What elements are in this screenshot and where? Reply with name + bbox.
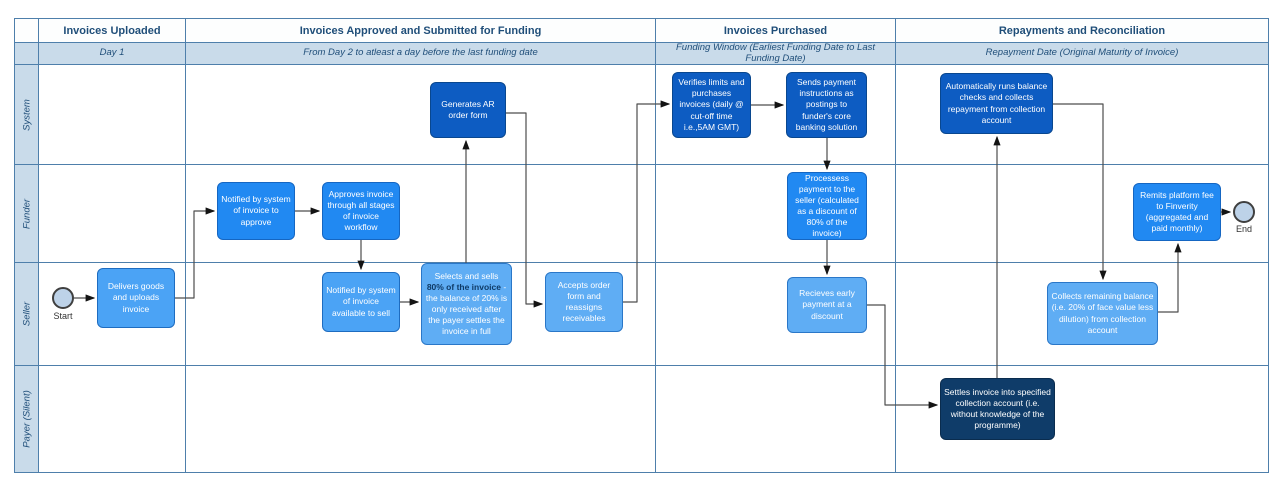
end-event[interactable] <box>1233 201 1255 223</box>
phase-subtitle-invoices-approved: From Day 2 to atleast a day before the l… <box>185 42 656 65</box>
task-collects-remaining-balance[interactable]: Collects remaining balance (i.e. 20% of … <box>1047 282 1158 345</box>
phase-title-invoices-uploaded: Invoices Uploaded <box>38 18 186 43</box>
phase-title-repayments: Repayments and Reconciliation <box>895 18 1269 43</box>
task-runs-balance-checks[interactable]: Automatically runs balance checks and co… <box>940 73 1053 134</box>
task-delivers-goods[interactable]: Delivers goods and uploads invoice <box>97 268 175 328</box>
phase-title-invoices-approved: Invoices Approved and Submitted for Fund… <box>185 18 656 43</box>
task-receives-early-payment[interactable]: Recieves early payment at a discount <box>787 277 867 333</box>
task-verifies-limits[interactable]: Verifies limits and purchases invoices (… <box>672 72 751 138</box>
phase-subtitle-invoices-purchased: Funding Window (Earliest Funding Date to… <box>655 42 896 65</box>
end-label: End <box>1235 224 1252 234</box>
task-generates-ar-order-form[interactable]: Generates AR order form <box>430 82 506 138</box>
lane-row-payer <box>38 365 1269 473</box>
lane-row-system <box>38 64 1269 165</box>
phase-subtitle-invoices-uploaded: Day 1 <box>38 42 186 65</box>
start-event[interactable] <box>52 287 74 309</box>
task-notified-to-approve[interactable]: Notified by system of invoice to approve <box>217 182 295 240</box>
task-remits-platform-fee[interactable]: Remits platform fee to Finverity (aggreg… <box>1133 183 1221 241</box>
lane-label-funder: Funder <box>14 164 39 263</box>
header-corner-top <box>14 18 39 43</box>
phase-title-invoices-purchased: Invoices Purchased <box>655 18 896 43</box>
task-processes-payment[interactable]: Processess payment to the seller (calcul… <box>787 172 867 240</box>
task-settles-invoice[interactable]: Settles invoice into specified collectio… <box>940 378 1055 440</box>
lane-label-seller: Seller <box>14 262 39 366</box>
start-label: Start <box>53 311 73 321</box>
phase-divider <box>185 18 186 473</box>
phase-subtitle-repayments: Repayment Date (Original Maturity of Inv… <box>895 42 1269 65</box>
header-corner-bottom <box>14 42 39 65</box>
task-sends-payment-instructions[interactable]: Sends payment instructions as postings t… <box>786 72 867 138</box>
task-notified-to-sell[interactable]: Notified by system of invoice available … <box>322 272 400 332</box>
task-approves-invoice[interactable]: Approves invoice through all stages of i… <box>322 182 400 240</box>
task-accepts-order-form[interactable]: Accepts order form and reassigns receiva… <box>545 272 623 332</box>
lane-label-payer: Payer (Silent) <box>14 365 39 473</box>
task-selects-sells-invoice[interactable]: Selects and sells 80% of the invoice - t… <box>421 263 512 345</box>
phase-divider <box>655 18 656 473</box>
phase-divider <box>895 18 896 473</box>
lane-label-system: System <box>14 64 39 165</box>
